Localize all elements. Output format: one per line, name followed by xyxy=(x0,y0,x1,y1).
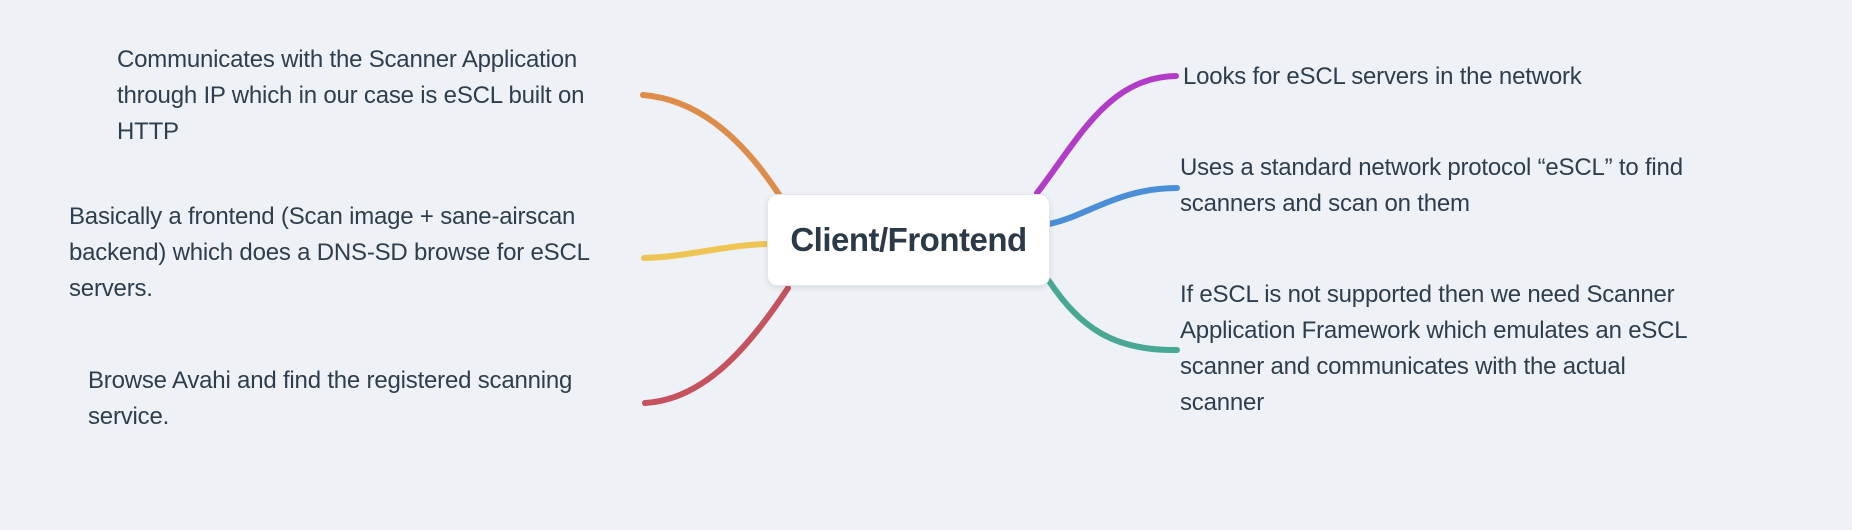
root-node-label: Client/Frontend xyxy=(790,221,1027,258)
branch-label-frontend-dns-sd[interactable]: Basically a frontend (Scan image + sane-… xyxy=(69,203,590,302)
root-node[interactable]: Client/Frontend xyxy=(767,194,1050,286)
branch-label-communicates-escl-http[interactable]: Communicates with the Scanner Applicatio… xyxy=(117,46,585,145)
branch-curve-browse-avahi xyxy=(642,285,791,406)
branch-label-scanner-application-framework[interactable]: If eSCL is not supported then we need Sc… xyxy=(1180,281,1688,416)
branch-label-standard-network-protocol[interactable]: Uses a standard network protocol “eSCL” … xyxy=(1180,154,1683,217)
branch-label-looks-for-escl-servers[interactable]: Looks for eSCL servers in the network xyxy=(1183,63,1582,90)
branch-curve-frontend-dns-sd xyxy=(641,241,771,261)
branch-curve-looks-for-escl-servers xyxy=(1034,73,1179,196)
branch-curve-scanner-application-framework xyxy=(1046,278,1180,354)
branch-curve-standard-network-protocol xyxy=(1046,185,1180,227)
branch-curve-communicates-escl-http xyxy=(640,92,783,199)
branch-label-browse-avahi[interactable]: Browse Avahi and find the registered sca… xyxy=(88,367,573,430)
